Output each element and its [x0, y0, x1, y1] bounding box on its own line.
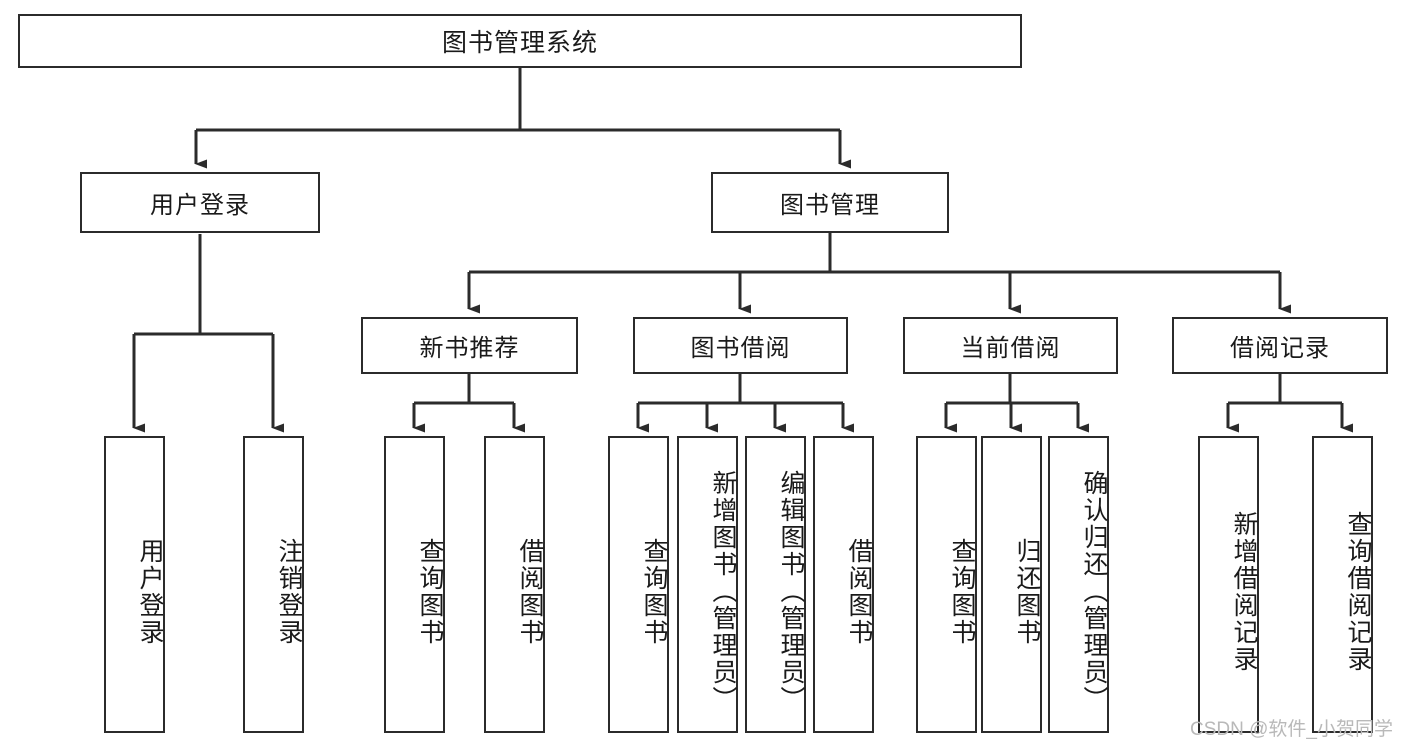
leaf-current-borrow-confirm-return-admin[interactable]: 确认归还（管理员） — [1048, 436, 1109, 733]
leaf-user-login-logout[interactable]: 注销登录 — [243, 436, 304, 733]
node-book-management-label: 图书管理 — [780, 192, 880, 219]
node-book-borrow-label: 图书借阅 — [690, 335, 791, 362]
leaf-book-borrow-edit-book-admin[interactable]: 编辑图书（管理员） — [745, 436, 806, 733]
node-root-book-management-system[interactable]: 图书管理系统 — [18, 14, 1022, 68]
csdn-watermark: CSDN @软件_小贺同学 — [1190, 719, 1393, 740]
leaf-label: 归还图书 — [1013, 537, 1041, 646]
leaf-borrow-record-query-record[interactable]: 查询借阅记录 — [1312, 436, 1373, 733]
leaf-book-borrow-borrow-book[interactable]: 借阅图书 — [813, 436, 874, 733]
node-borrow-record-label: 借阅记录 — [1230, 335, 1330, 362]
node-book-borrow[interactable]: 图书借阅 — [633, 317, 848, 374]
node-book-management[interactable]: 图书管理 — [711, 172, 949, 233]
node-new-book-recommend-label: 新书推荐 — [419, 335, 520, 362]
leaf-new-book-borrow-book[interactable]: 借阅图书 — [484, 436, 545, 733]
leaf-borrow-record-add-record[interactable]: 新增借阅记录 — [1198, 436, 1259, 733]
leaf-label: 查询借阅记录 — [1344, 510, 1372, 673]
leaf-user-login-login[interactable]: 用户登录 — [104, 436, 165, 733]
leaf-label: 查询图书 — [948, 537, 976, 646]
node-user-login-label: 用户登录 — [150, 192, 250, 219]
leaf-new-book-query-book[interactable]: 查询图书 — [384, 436, 445, 733]
leaf-book-borrow-add-book-admin[interactable]: 新增图书（管理员） — [677, 436, 738, 733]
leaf-label: 确认归还（管理员） — [1080, 470, 1108, 713]
node-current-borrow[interactable]: 当前借阅 — [903, 317, 1118, 374]
leaf-current-borrow-query-book[interactable]: 查询图书 — [916, 436, 977, 733]
leaf-label: 编辑图书（管理员） — [777, 470, 805, 713]
leaf-label: 借阅图书 — [516, 537, 544, 646]
leaf-label: 查询图书 — [640, 537, 668, 646]
leaf-label: 新增图书（管理员） — [709, 470, 737, 713]
leaf-label: 查询图书 — [416, 537, 444, 646]
node-borrow-record[interactable]: 借阅记录 — [1172, 317, 1388, 374]
leaf-book-borrow-query-book[interactable]: 查询图书 — [608, 436, 669, 733]
leaf-label: 新增借阅记录 — [1230, 510, 1258, 673]
node-root-label: 图书管理系统 — [441, 29, 598, 57]
leaf-label: 借阅图书 — [845, 537, 873, 646]
leaf-label: 用户登录 — [136, 537, 164, 646]
node-current-borrow-label: 当前借阅 — [960, 335, 1061, 362]
node-new-book-recommend[interactable]: 新书推荐 — [361, 317, 578, 374]
leaf-current-borrow-return-book[interactable]: 归还图书 — [981, 436, 1042, 733]
leaf-label: 注销登录 — [275, 537, 303, 646]
node-user-login[interactable]: 用户登录 — [80, 172, 320, 233]
